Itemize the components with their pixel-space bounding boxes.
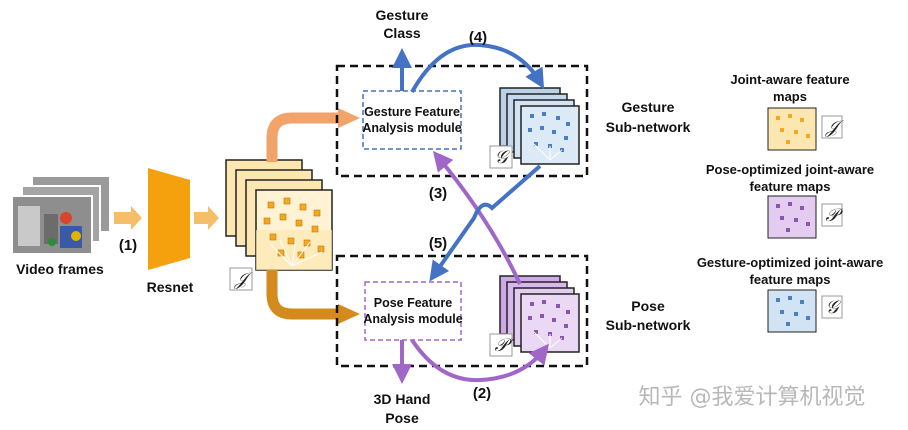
gesture-subnet-line1: Gesture [622, 99, 675, 115]
arrow-3 [432, 150, 522, 285]
pose-feature-module [364, 281, 462, 341]
arrow-resnet-out [194, 206, 219, 230]
hand-pose-line2: Pose [385, 410, 419, 426]
orange-arrowhead-gesture [338, 108, 360, 128]
gesture-symbol: 𝒢 [495, 147, 511, 168]
step-5-label: (5) [429, 235, 447, 252]
pose-subnetwork-box [335, 254, 589, 368]
legend: Joint-aware feature maps 𝒥 Pose-optimize… [697, 72, 883, 333]
legend-pose-symbol-box [821, 203, 843, 227]
legend-gesture-swatch [767, 289, 817, 333]
orange-arrowhead-pose [338, 304, 360, 324]
gesture-feature-stack [499, 87, 580, 165]
pose-subnet-line2: Sub-network [606, 317, 691, 333]
gesture-subnetwork-box [335, 64, 589, 178]
gesture-class-line2: Class [383, 25, 421, 41]
step-2-label: (2) [473, 385, 491, 402]
gesture-feature-module [362, 90, 462, 150]
gesture-subnet-line2: Sub-network [606, 119, 691, 135]
legend-pose-line1: Pose-optimized joint-aware [706, 162, 874, 177]
legend-joint-line1: Joint-aware feature [730, 72, 849, 87]
gesture-symbol-box [489, 145, 513, 169]
arrow-5 [429, 164, 542, 282]
video-frame-front [11, 195, 93, 255]
gesture-feature-map-front [520, 105, 580, 165]
arrow-1 [114, 206, 142, 230]
pose-module-line2: Analysis module [363, 312, 462, 326]
legend-joint-line2: maps [773, 89, 807, 104]
pose-module-line1: Pose Feature [374, 296, 453, 310]
orange-arrow-to-gesture [266, 112, 340, 162]
gesture-module-line1: Gesture Feature [364, 105, 460, 119]
legend-gesture-line2: feature maps [750, 272, 831, 287]
orange-arrow-to-pose [266, 270, 340, 320]
gesture-class-line1: Gesture [376, 7, 429, 23]
resnet-block [148, 168, 190, 270]
pose-feature-map-front [520, 293, 580, 353]
step-3-label: (3) [429, 185, 447, 202]
legend-joint-swatch [767, 107, 817, 151]
arrow-4 [410, 42, 545, 93]
legend-gesture-symbol-box [821, 295, 843, 319]
hand-pose-line1: 3D Hand [374, 391, 431, 407]
video-frames-stack [11, 175, 111, 255]
pose-symbol-box [489, 333, 513, 357]
legend-gesture-symbol: 𝒢 [826, 297, 842, 318]
gesture-module-line2: Analysis module [362, 121, 461, 135]
legend-gesture-line1: Gesture-optimized joint-aware [697, 255, 883, 270]
joint-feature-stack [225, 159, 333, 271]
legend-joint-symbol-box [821, 115, 843, 139]
legend-pose-swatch [767, 195, 817, 239]
video-frames-label: Video frames [16, 261, 104, 277]
step-1-label: (1) [119, 237, 137, 254]
pose-subnet-line1: Pose [631, 298, 665, 314]
resnet-label: Resnet [147, 279, 194, 295]
joint-symbol-box [229, 267, 253, 291]
pose-feature-stack [499, 275, 580, 353]
legend-pose-line2: feature maps [750, 179, 831, 194]
arrow-2 [410, 338, 549, 383]
joint-feature-map-front [255, 189, 333, 271]
watermark: 知乎 @我爱计算机视觉 [639, 385, 866, 410]
step-4-label: (4) [469, 29, 487, 46]
